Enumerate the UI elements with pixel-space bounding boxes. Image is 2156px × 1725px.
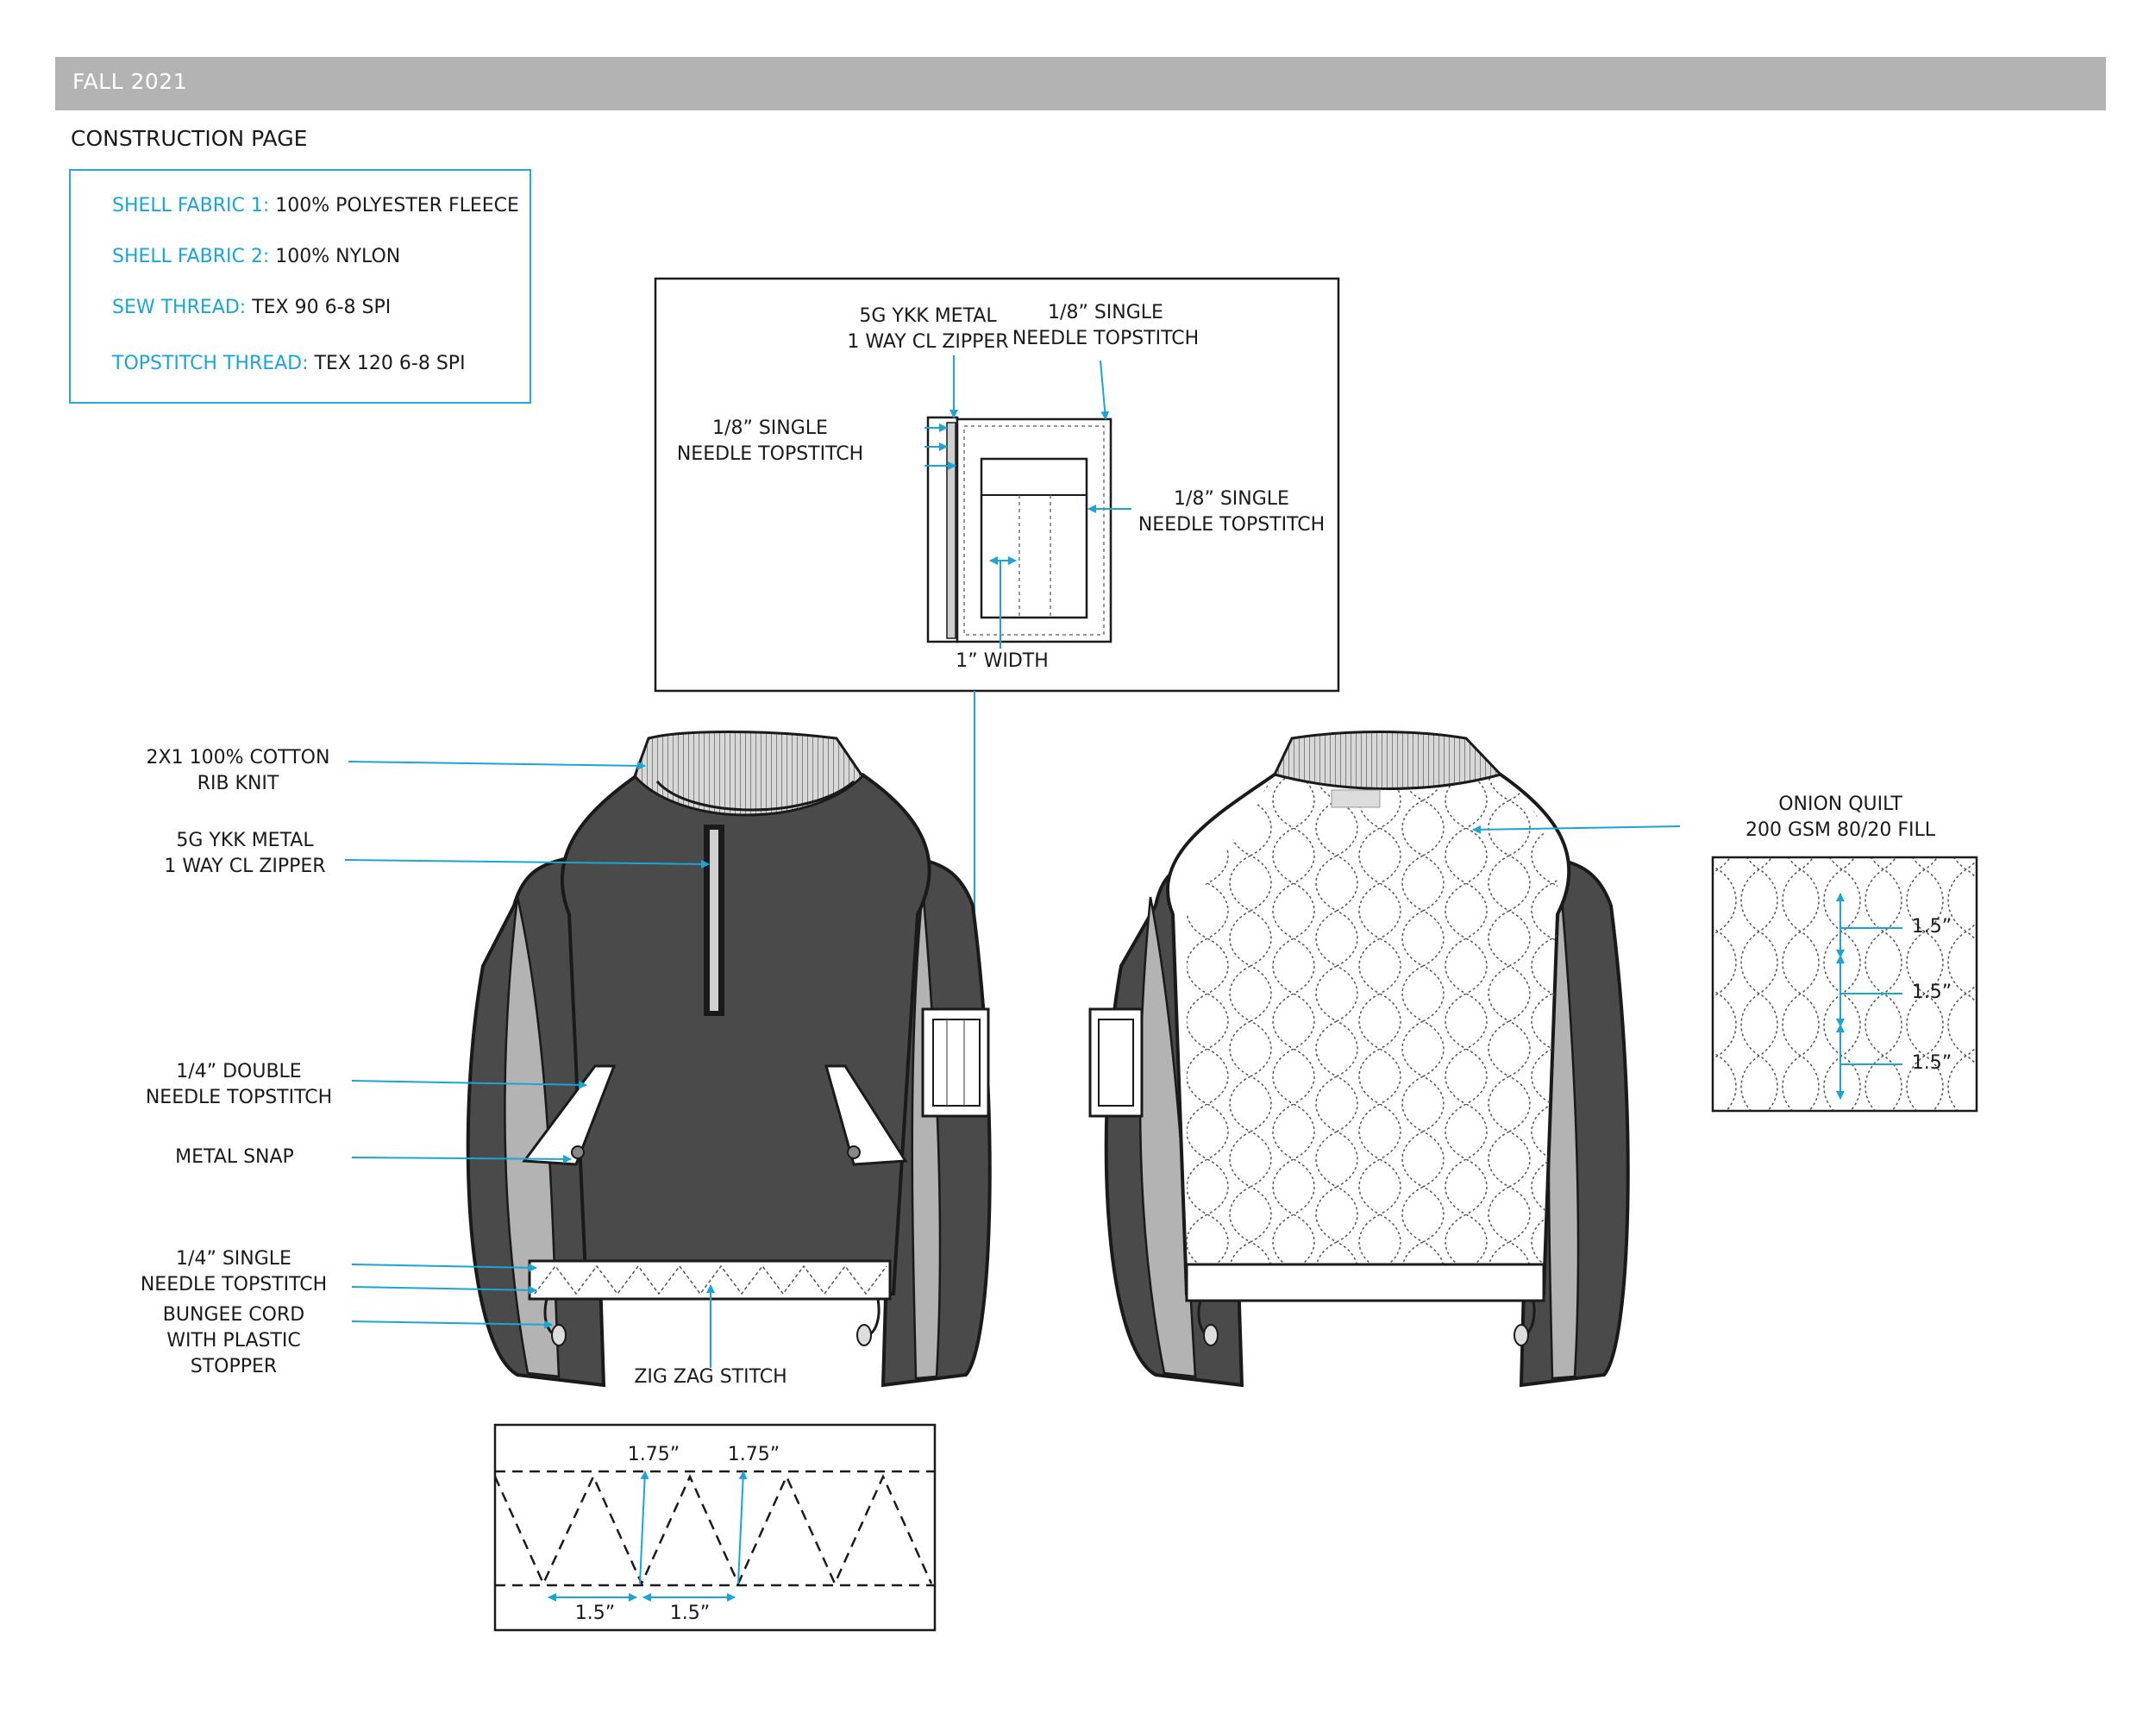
spec-row-shell-1: SHELL FABRIC 1: 100% POLYESTER FLEECE	[112, 195, 519, 216]
spec-row-topstitch-thread: TOPSTITCH THREAD: TEX 120 6-8 SPI	[112, 353, 466, 374]
spec-key: SHELL FABRIC 2:	[112, 246, 270, 267]
front-callout-leaders	[344, 761, 715, 1368]
zigzag-height-2: 1.75”	[727, 1444, 780, 1465]
metal-snap-label: METAL SNAP	[175, 1146, 294, 1168]
spec-box: SHELL FABRIC 1: 100% POLYESTER FLEECE SH…	[69, 169, 531, 404]
spec-value: 100% NYLON	[275, 246, 401, 267]
spec-key: SHELL FABRIC 1:	[112, 195, 270, 216]
season-label: FALL 2021	[72, 69, 188, 94]
quilt-measure-2: 1.5”	[1911, 982, 1952, 1003]
zigzag-width-2: 1.5”	[669, 1603, 711, 1624]
quilt-leader	[1472, 825, 1681, 834]
pocket-detail-box	[654, 277, 1340, 693]
quilt-measure-1: 1.5”	[1911, 916, 1952, 938]
header-bar: FALL 2021	[55, 57, 2106, 110]
page-title: CONSTRUCTION PAGE	[71, 126, 308, 151]
detail-width-label: 1” WIDTH	[956, 650, 1049, 672]
zigzag-height-1: 1.75”	[627, 1444, 680, 1465]
quilt-measure-3: 1.5”	[1911, 1052, 1952, 1074]
zigzag-detail-box	[493, 1423, 937, 1632]
back-jacket	[1088, 731, 1630, 1388]
zigzag-width-1: 1.5”	[574, 1603, 616, 1624]
spec-value: TEX 90 6-8 SPI	[252, 297, 392, 318]
zigzag-stitch-label: ZIG ZAG STITCH	[634, 1366, 787, 1388]
spec-row-sew-thread: SEW THREAD: TEX 90 6-8 SPI	[112, 297, 391, 318]
quilt-detail-box	[1711, 856, 1978, 1113]
spec-row-shell-2: SHELL FABRIC 2: 100% NYLON	[112, 246, 400, 267]
front-jacket	[466, 731, 992, 1388]
spec-value: 100% POLYESTER FLEECE	[275, 195, 519, 216]
spec-key: SEW THREAD:	[112, 297, 247, 318]
spec-value: TEX 120 6-8 SPI	[314, 353, 466, 374]
spec-key: TOPSTITCH THREAD:	[112, 353, 309, 374]
